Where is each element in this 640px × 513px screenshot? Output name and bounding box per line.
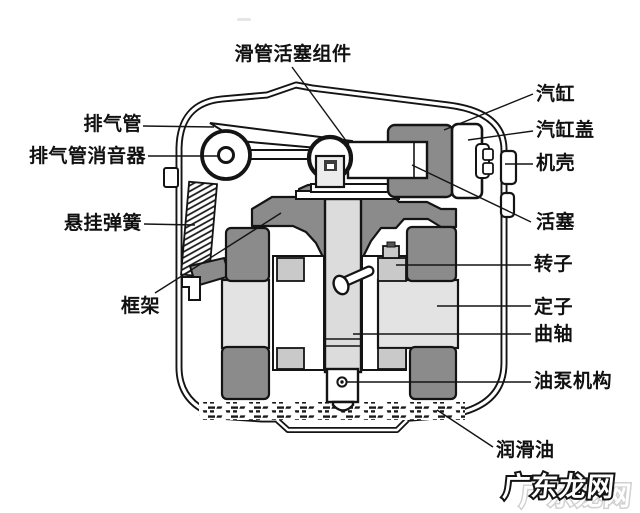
label-frame: 框架 bbox=[120, 296, 160, 317]
shell-base-pedestal bbox=[274, 417, 410, 433]
motor-assembly bbox=[220, 225, 460, 401]
leader-piston bbox=[411, 164, 532, 223]
label-stator: 定子 bbox=[534, 297, 574, 318]
cylinder-part bbox=[346, 122, 494, 200]
left-wall-stub bbox=[163, 167, 179, 188]
label-oil-pump-mechanism: 油泵机构 bbox=[534, 371, 613, 392]
slide-tube-joint-part bbox=[306, 134, 354, 189]
piston-part bbox=[346, 140, 429, 180]
rotor-nub bbox=[382, 245, 400, 259]
label-lubricating-oil: 润滑油 bbox=[496, 440, 555, 461]
label-discharge-pipe: 排气管 bbox=[83, 114, 142, 135]
stator-right bbox=[376, 278, 460, 350]
rotor-block bbox=[276, 347, 305, 370]
rotor-end-bottom-right bbox=[408, 345, 458, 401]
stator-left bbox=[220, 278, 271, 350]
right-wall-stub-lower bbox=[499, 191, 516, 219]
crank-pin bbox=[332, 265, 375, 296]
head-nub bbox=[482, 162, 494, 175]
leader-discharge-pipe bbox=[142, 125, 215, 128]
label-cylinder-head: 汽缸盖 bbox=[536, 120, 595, 141]
rotor-block bbox=[377, 347, 407, 370]
rotor-block bbox=[276, 257, 305, 282]
watermark: 广东龙网 bbox=[501, 471, 616, 502]
label-cylinder: 汽缸 bbox=[536, 84, 576, 105]
label-slide-tube-piston-assembly: 滑管活塞组件 bbox=[234, 44, 352, 65]
leader-cylinder bbox=[443, 93, 534, 131]
leader-spring bbox=[143, 223, 196, 226]
label-rotor: 转子 bbox=[534, 254, 574, 275]
lubricating-oil-pool bbox=[199, 402, 465, 420]
rotor-end-bottom-left bbox=[220, 345, 271, 401]
rotor-end-top-left bbox=[224, 226, 271, 283]
watermark-ghost: 广东龙网 bbox=[518, 480, 633, 511]
leader-oil bbox=[436, 409, 494, 448]
rotor-end-top-right bbox=[405, 225, 458, 283]
leader-cylinder-head bbox=[467, 130, 534, 141]
rotor-block bbox=[377, 257, 407, 282]
label-shell: 机壳 bbox=[536, 153, 576, 174]
head-nub bbox=[482, 148, 494, 161]
leader-lines bbox=[142, 66, 534, 448]
label-discharge-pipe-muffler: 排气管消音器 bbox=[28, 146, 146, 167]
right-wall-stub-upper bbox=[499, 149, 518, 186]
label-crankshaft: 曲轴 bbox=[534, 324, 574, 345]
leader-frame bbox=[154, 212, 282, 294]
muffler-part bbox=[200, 129, 252, 181]
leader-assembly bbox=[291, 66, 348, 143]
label-suspension-spring: 悬挂弹簧 bbox=[63, 213, 142, 234]
rotor-nub-cap bbox=[386, 241, 396, 248]
label-piston: 活塞 bbox=[536, 212, 576, 233]
image-smudge bbox=[237, 18, 251, 21]
mounting-hook bbox=[181, 276, 201, 301]
oil-pump-part bbox=[325, 367, 360, 412]
